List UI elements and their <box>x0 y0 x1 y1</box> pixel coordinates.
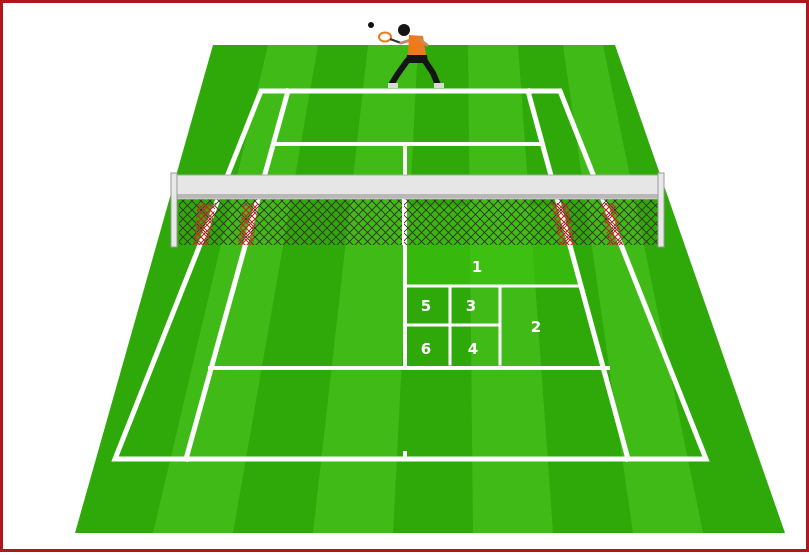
zone-label-1: 1 <box>472 258 482 276</box>
tennis-court-diagram: 1 2 3 4 5 6 <box>3 3 809 555</box>
zone-label-6: 6 <box>421 340 431 358</box>
net-post-left <box>171 173 177 247</box>
zone-label-2: 2 <box>531 318 541 336</box>
zone-label-3: 3 <box>466 297 476 315</box>
tennis-net <box>171 173 664 247</box>
zone-label-5: 5 <box>421 297 431 315</box>
zone-label-4: 4 <box>468 340 478 358</box>
tennis-ball-icon <box>368 22 374 28</box>
net-post-right <box>658 173 664 247</box>
